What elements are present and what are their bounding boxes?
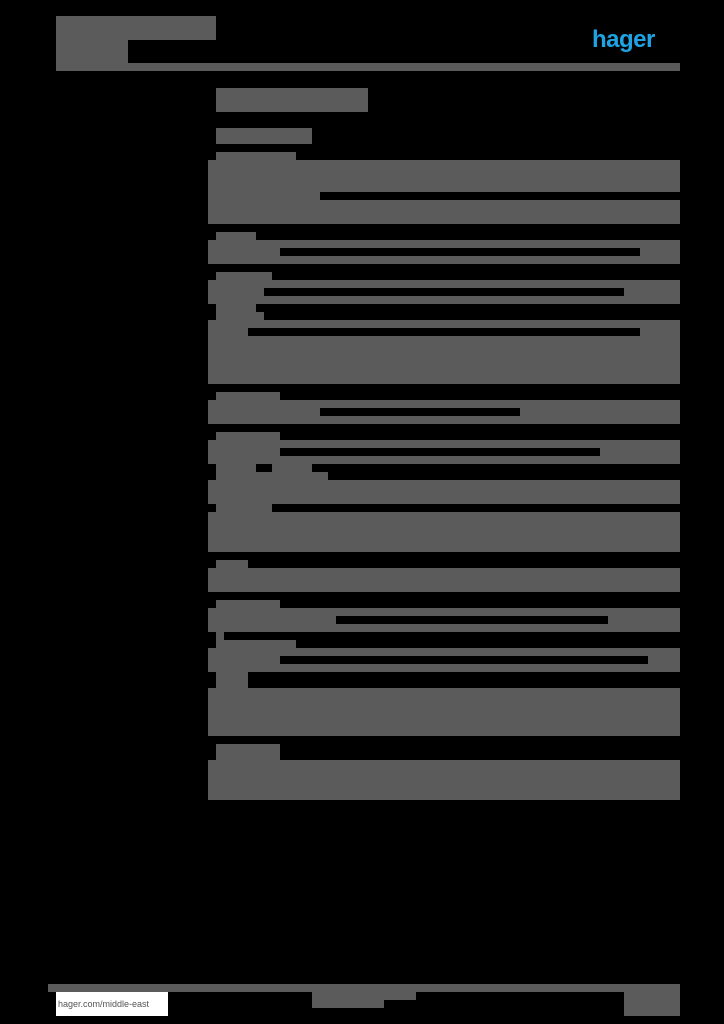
- table-row: [208, 480, 680, 504]
- table-row: [208, 320, 680, 328]
- table-row: [640, 248, 680, 256]
- footer-center-text: [312, 1000, 384, 1008]
- table-row: [216, 560, 248, 568]
- table-row: [208, 408, 320, 416]
- table-row: [520, 408, 680, 416]
- table-row: [208, 760, 680, 800]
- table-row: [208, 456, 680, 464]
- footer-rule: [48, 984, 680, 992]
- table-row: [208, 440, 680, 448]
- footer-page-info: [624, 992, 680, 1016]
- table-row: [216, 304, 256, 312]
- table-row: [208, 248, 280, 256]
- table-row: [216, 464, 256, 472]
- table-row: [208, 512, 680, 552]
- document-title-text: [56, 16, 216, 40]
- document-subtitle-text: [56, 40, 128, 64]
- table-row: [208, 664, 680, 672]
- table-row: [648, 656, 680, 664]
- table-row: [216, 472, 328, 480]
- table-row: [208, 400, 680, 408]
- table-row: [216, 392, 280, 400]
- section-subheading: [216, 128, 312, 144]
- table-row: [208, 416, 680, 424]
- table-row: [640, 328, 680, 336]
- table-row: [208, 296, 680, 304]
- table-row: [208, 192, 320, 200]
- hager-logo: hager: [592, 26, 655, 53]
- table-row: [208, 280, 680, 288]
- table-row: [624, 288, 680, 296]
- table-row: [208, 240, 680, 248]
- table-row: [208, 624, 680, 632]
- table-row: [216, 600, 280, 608]
- table-row: [208, 160, 680, 192]
- table-row: [208, 608, 680, 616]
- table-row: [208, 288, 264, 296]
- header-rule: [56, 63, 680, 71]
- table-row: [208, 448, 280, 456]
- footer-website-link[interactable]: hager.com/middle-east: [56, 992, 168, 1016]
- table-row: [216, 232, 256, 240]
- table-row: [216, 744, 280, 760]
- table-row: [208, 336, 680, 384]
- section-heading: [216, 88, 368, 112]
- table-row: [216, 504, 272, 512]
- table-row: [608, 616, 680, 624]
- table-row: [208, 568, 680, 592]
- table-row: [216, 672, 248, 688]
- table-row: [600, 448, 680, 456]
- table-row: [208, 256, 680, 264]
- table-row: [208, 328, 248, 336]
- table-row: [272, 464, 312, 472]
- table-row: [208, 648, 680, 656]
- table-row: [216, 640, 296, 648]
- footer-center-text: [312, 992, 416, 1000]
- table-row: [216, 272, 272, 280]
- table-row: [216, 152, 296, 162]
- table-row: [216, 432, 280, 440]
- table-row: [208, 616, 336, 624]
- table-row: [208, 688, 680, 736]
- table-row: [216, 632, 224, 640]
- table-row: [208, 656, 280, 664]
- table-row: [208, 200, 680, 224]
- table-row: [216, 312, 264, 320]
